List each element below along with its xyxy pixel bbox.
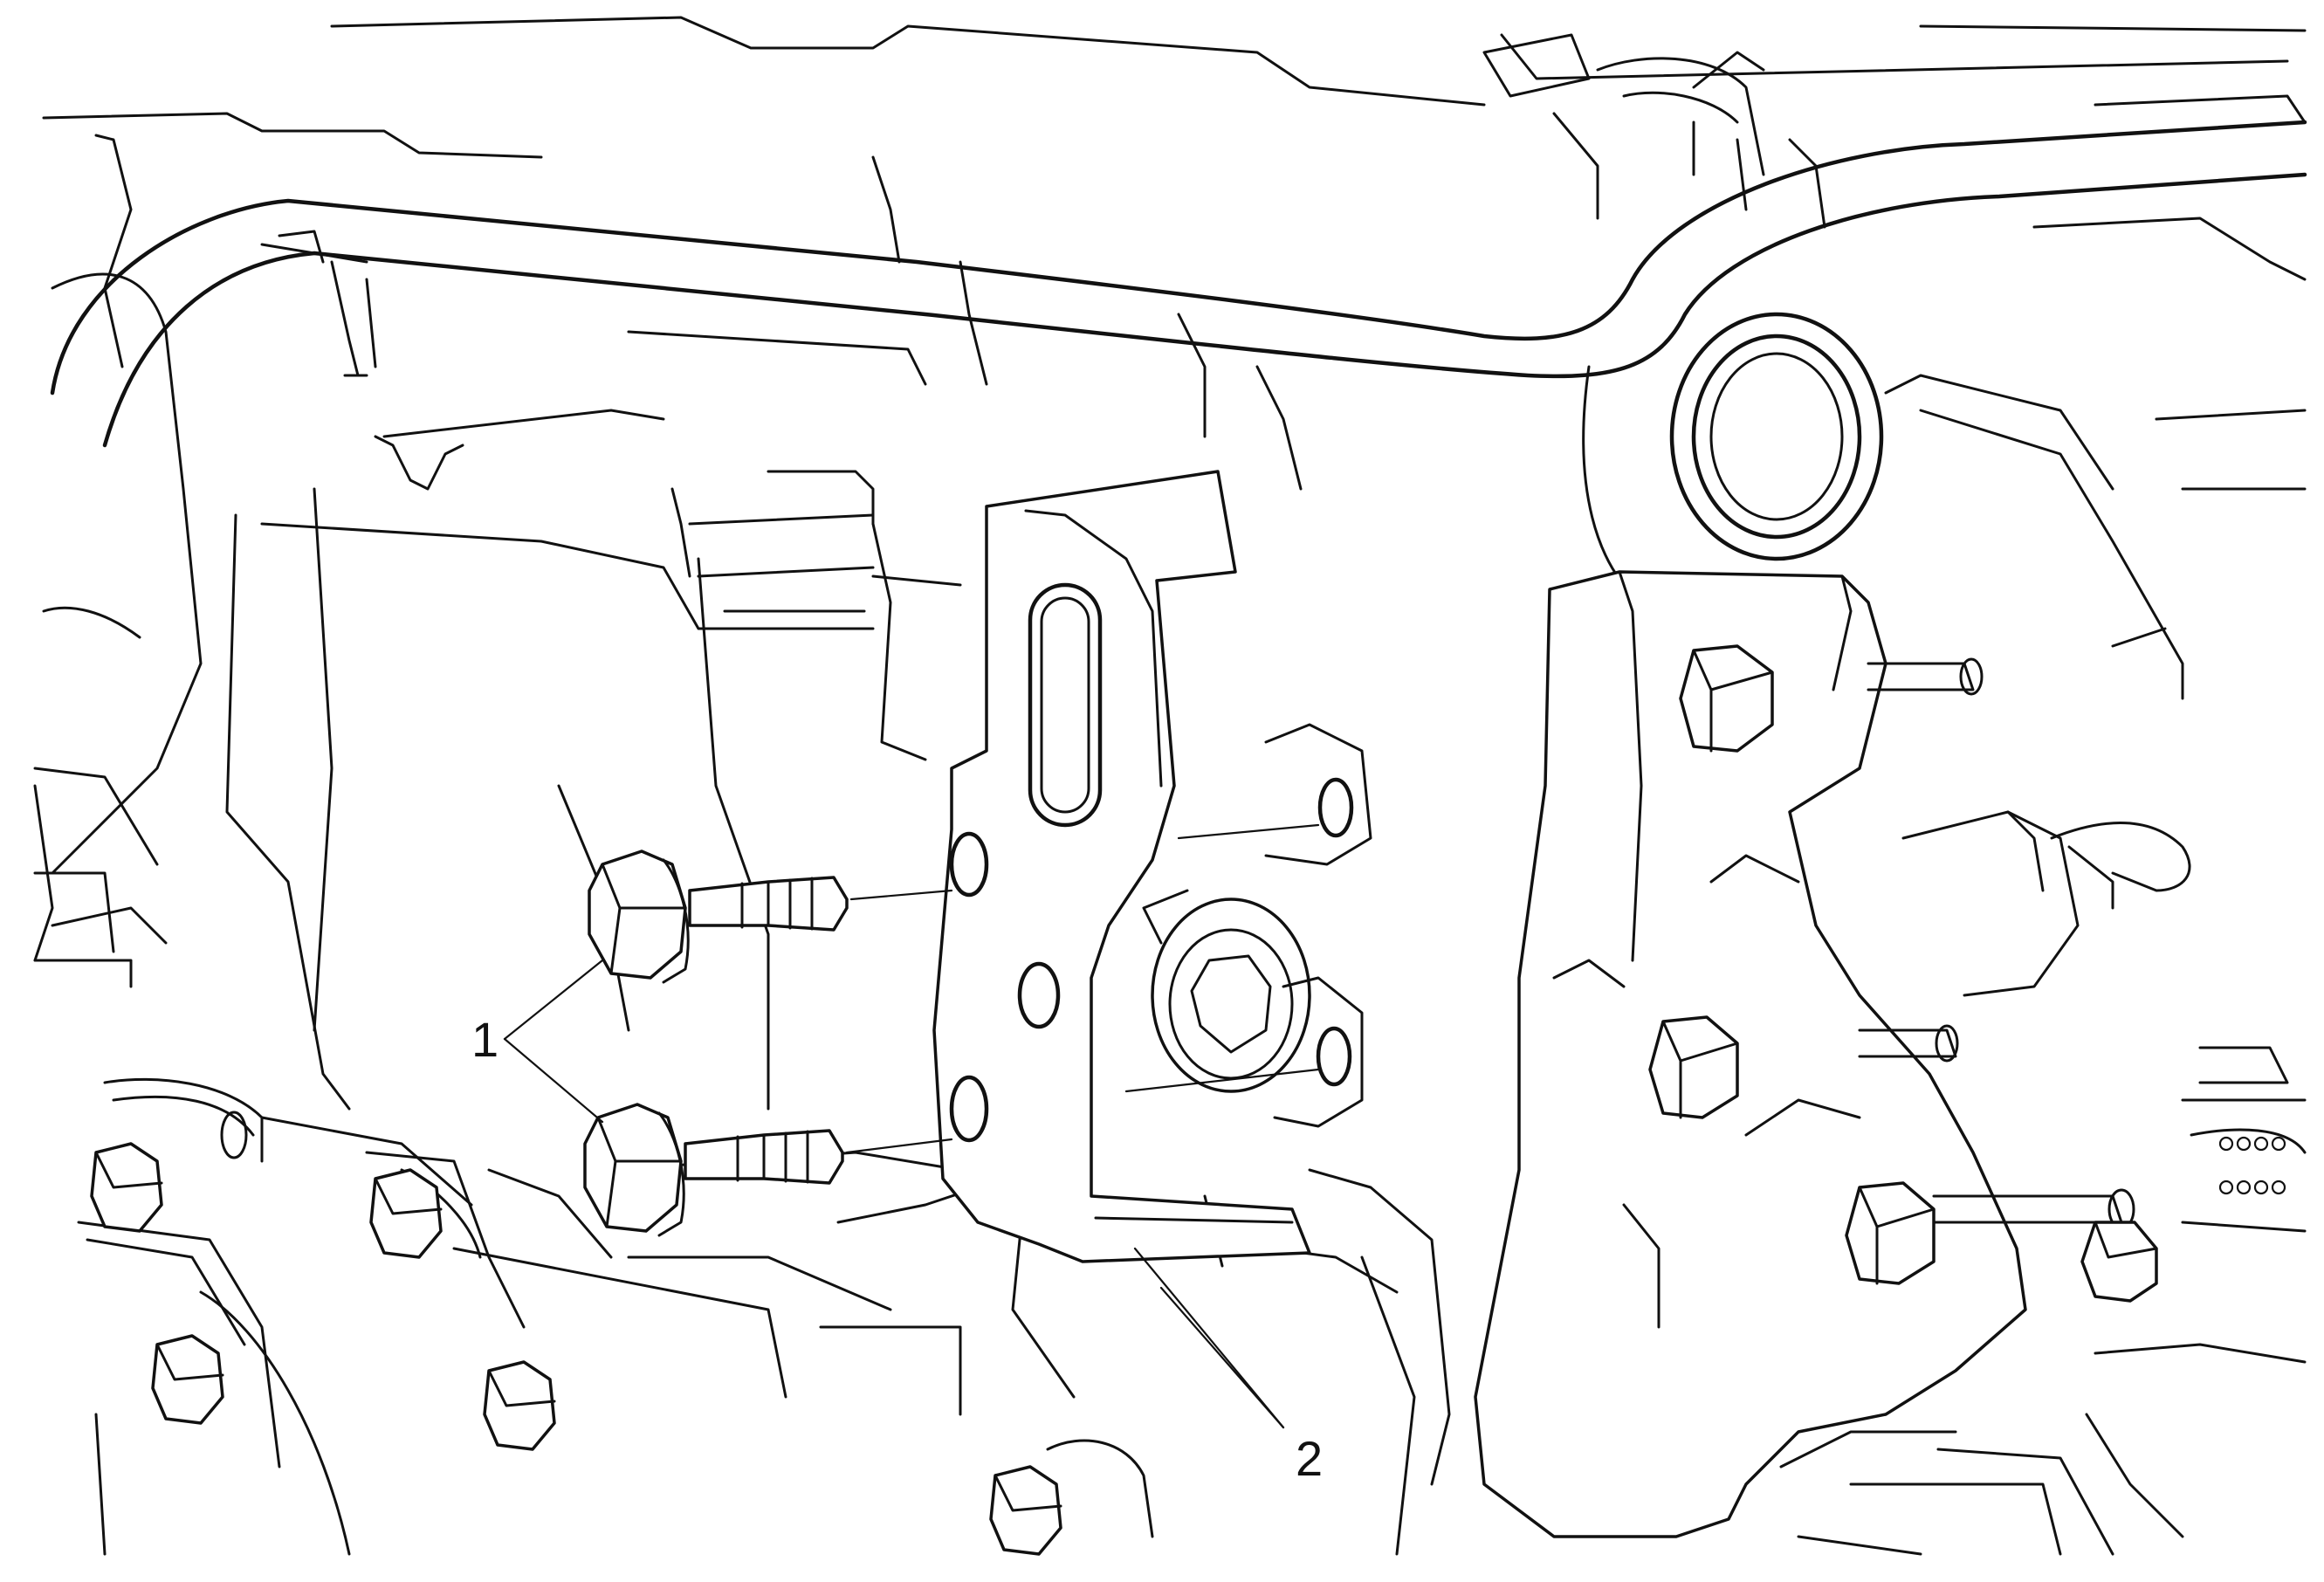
mount-bolt-lower bbox=[1845, 1181, 2135, 1285]
mount-bolt-top bbox=[1679, 644, 1984, 753]
mount-bolt-middle bbox=[1648, 1015, 1959, 1119]
upper-left-parts bbox=[374, 155, 1303, 587]
alignment-lines bbox=[845, 823, 1320, 1154]
coolant-hose bbox=[50, 120, 2307, 448]
lower-left-flange bbox=[77, 1077, 613, 1556]
mount-bolt-side bbox=[2080, 1221, 2158, 1303]
mount-bolts bbox=[1648, 644, 2158, 1303]
top-clamp-assembly bbox=[1482, 33, 1826, 229]
callout-leaders bbox=[503, 959, 1285, 1429]
engine-block-outline bbox=[33, 16, 2307, 1556]
callout-label-1: 1 bbox=[471, 1012, 498, 1067]
engine-mount-bracket bbox=[1474, 570, 2027, 1538]
bolt-upper bbox=[588, 849, 849, 984]
right-connector bbox=[1901, 810, 2307, 1233]
bolt-lower bbox=[583, 1103, 844, 1237]
callout-label-2: 2 bbox=[1296, 1431, 1323, 1486]
lower-left-bolts bbox=[90, 1142, 1154, 1556]
block-holes bbox=[1264, 723, 1372, 1128]
center-boss bbox=[1142, 889, 1311, 1093]
bracket-part-2 bbox=[932, 470, 1311, 1263]
